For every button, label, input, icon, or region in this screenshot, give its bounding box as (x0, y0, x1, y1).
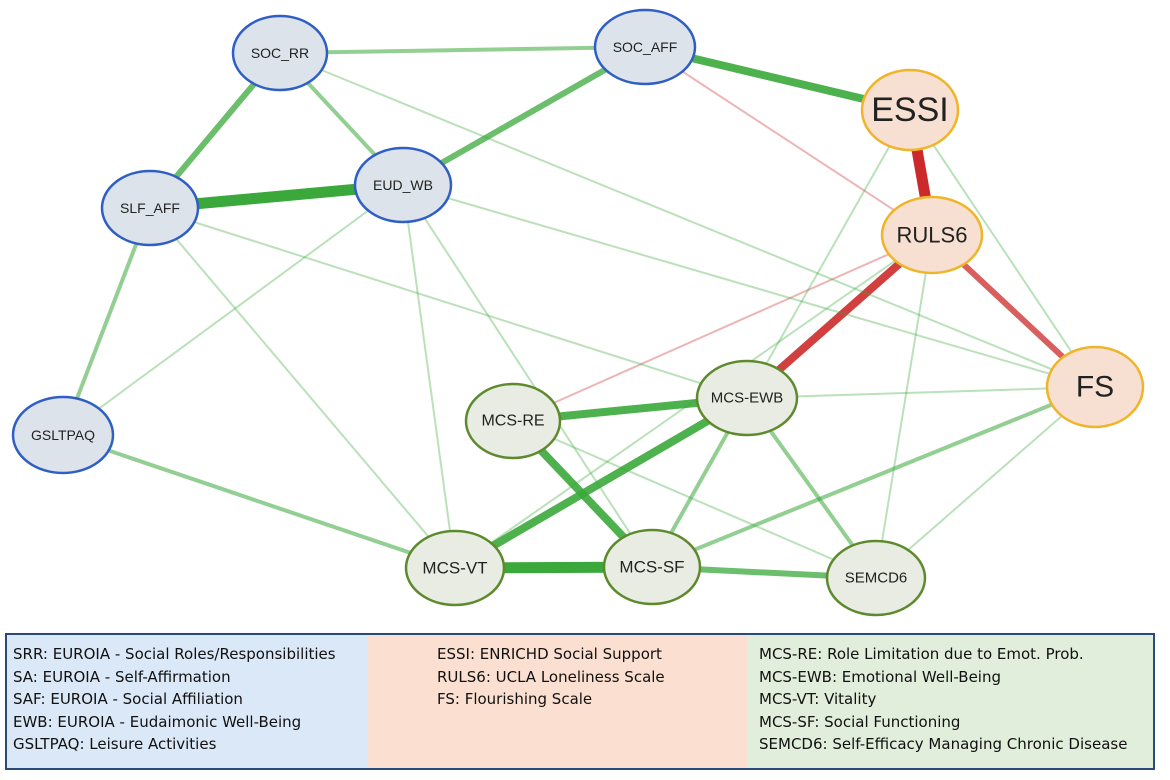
node-mcs-ewb: MCS-EWB (695, 359, 799, 437)
legend-box: SRR: EUROIA - Social Roles/Responsibilit… (5, 633, 1155, 770)
node-label: GSLTPAQ (31, 427, 95, 443)
node-shape (231, 14, 329, 92)
node-shape (860, 68, 960, 152)
node-label: FS (1076, 371, 1114, 404)
edge-fs-semcd6 (875, 386, 1096, 579)
edge-ruls6-mcs-re (512, 234, 933, 422)
edge-soc-aff-ruls6 (644, 46, 933, 236)
edge-mcs-ewb-fs (746, 386, 1096, 399)
node-label: MCS-EWB (711, 390, 784, 407)
edge-eud-wb-mcs-sf (402, 184, 653, 568)
node-shape (464, 382, 562, 460)
edge-soc-rr-soc-aff (279, 45, 646, 55)
node-label: SOC_AFF (613, 39, 678, 55)
node-essi: ESSI (860, 68, 960, 152)
node-shape (100, 169, 200, 247)
node-label: MCS-VT (422, 559, 487, 578)
node-soc-aff: SOC_AFF (593, 8, 697, 86)
node-shape (825, 539, 927, 617)
node-mcs-re: MCS-RE (464, 382, 562, 460)
legend-entry-sa: SA: EUROIA - Self-Affirmation (13, 667, 231, 686)
legend-entry-saf: SAF: EUROIA - Social Affiliation (13, 690, 243, 708)
node-shape (404, 529, 506, 607)
edge-soc-rr-fs (279, 52, 1096, 388)
edge-essi-mcs-ewb (746, 109, 911, 399)
node-mcs-sf: MCS-SF (602, 528, 702, 606)
edge-mcs-vt-mcs-ewb (452, 394, 750, 572)
legend-entry-ruls6: RULS6: UCLA Loneliness Scale (437, 667, 665, 686)
node-label: MCS-RE (481, 413, 544, 430)
node-shape (1045, 345, 1145, 429)
legend-entry-essi: ESSI: ENRICHD Social Support (437, 645, 662, 663)
node-gsltpaq: GSLTPAQ (11, 395, 115, 475)
node-shape (353, 146, 453, 224)
node-label: EUD_WB (373, 177, 433, 193)
node-label: RULS6 (897, 223, 968, 248)
edge-mcs-sf-fs (651, 385, 1096, 569)
node-shape (880, 195, 984, 275)
legend-column-mcs: MCS-RE: Role Limitation due to Emot. Pro… (747, 635, 1153, 768)
legend-entry-fs: FS: Flourishing Scale (437, 690, 593, 708)
legend-column-social-support: ESSI: ENRICHD Social Support RULS6: UCLA… (367, 635, 747, 768)
node-label: SEMCD6 (845, 570, 908, 587)
edge-eud-wb-fs (402, 184, 1096, 388)
edge-ruls6-mcs-vt (454, 234, 933, 569)
legend-entry-semcd6: SEMCD6: Self-Efficacy Managing Chronic D… (759, 735, 1128, 753)
edge-slf-aff-gsltpaq (61, 207, 152, 436)
node-shape (593, 8, 697, 86)
legend-entry-srr: SRR: EUROIA - Social Roles/Responsibilit… (13, 645, 336, 663)
legend-entry-ewb: EWB: EUROIA - Eudaimonic Well-Being (13, 712, 302, 731)
legend-column-measures-euroia: SRR: EUROIA - Social Roles/Responsibilit… (7, 635, 367, 768)
node-eud-wb: EUD_WB (353, 146, 453, 224)
node-label: MCS-SF (619, 558, 684, 577)
edge-slf-aff-mcs-ewb (149, 207, 748, 399)
node-mcs-vt: MCS-VT (404, 529, 506, 607)
legend-entry-gsltpaq: GSLTPAQ: Leisure Activities (13, 735, 217, 753)
node-shape (695, 359, 799, 437)
node-label: ESSI (871, 91, 948, 129)
edge-eud-wb-gsltpaq (62, 184, 404, 436)
legend-entry-mcs-ewb: MCS-EWB: Emotional Well-Being (759, 667, 1002, 686)
legend-entry-mcs-re: MCS-RE: Role Limitation due to Emot. Pro… (759, 645, 1084, 663)
node-fs: FS (1045, 345, 1145, 429)
edge-slf-aff-mcs-vt (149, 207, 456, 569)
node-soc-rr: SOC_RR (231, 14, 329, 92)
legend-entry-mcs-vt: MCS-VT: Vitality (759, 690, 877, 708)
node-ruls6: RULS6 (880, 195, 984, 275)
node-label: SOC_RR (251, 45, 309, 61)
edge-essi-fs (909, 109, 1096, 388)
legend-entry-mcs-sf: MCS-SF: Social Functioning (759, 712, 961, 731)
edge-ruls6-semcd6 (875, 234, 933, 579)
node-shape (602, 528, 702, 606)
node-slf-aff: SLF_AFF (100, 169, 200, 247)
node-label: SLF_AFF (120, 200, 180, 216)
node-semcd6: SEMCD6 (825, 539, 927, 617)
edge-mcs-re-semcd6 (512, 420, 877, 579)
edge-gsltpaq-mcs-vt (62, 433, 456, 570)
edge-eud-wb-mcs-vt (402, 184, 456, 569)
node-shape (11, 395, 115, 475)
